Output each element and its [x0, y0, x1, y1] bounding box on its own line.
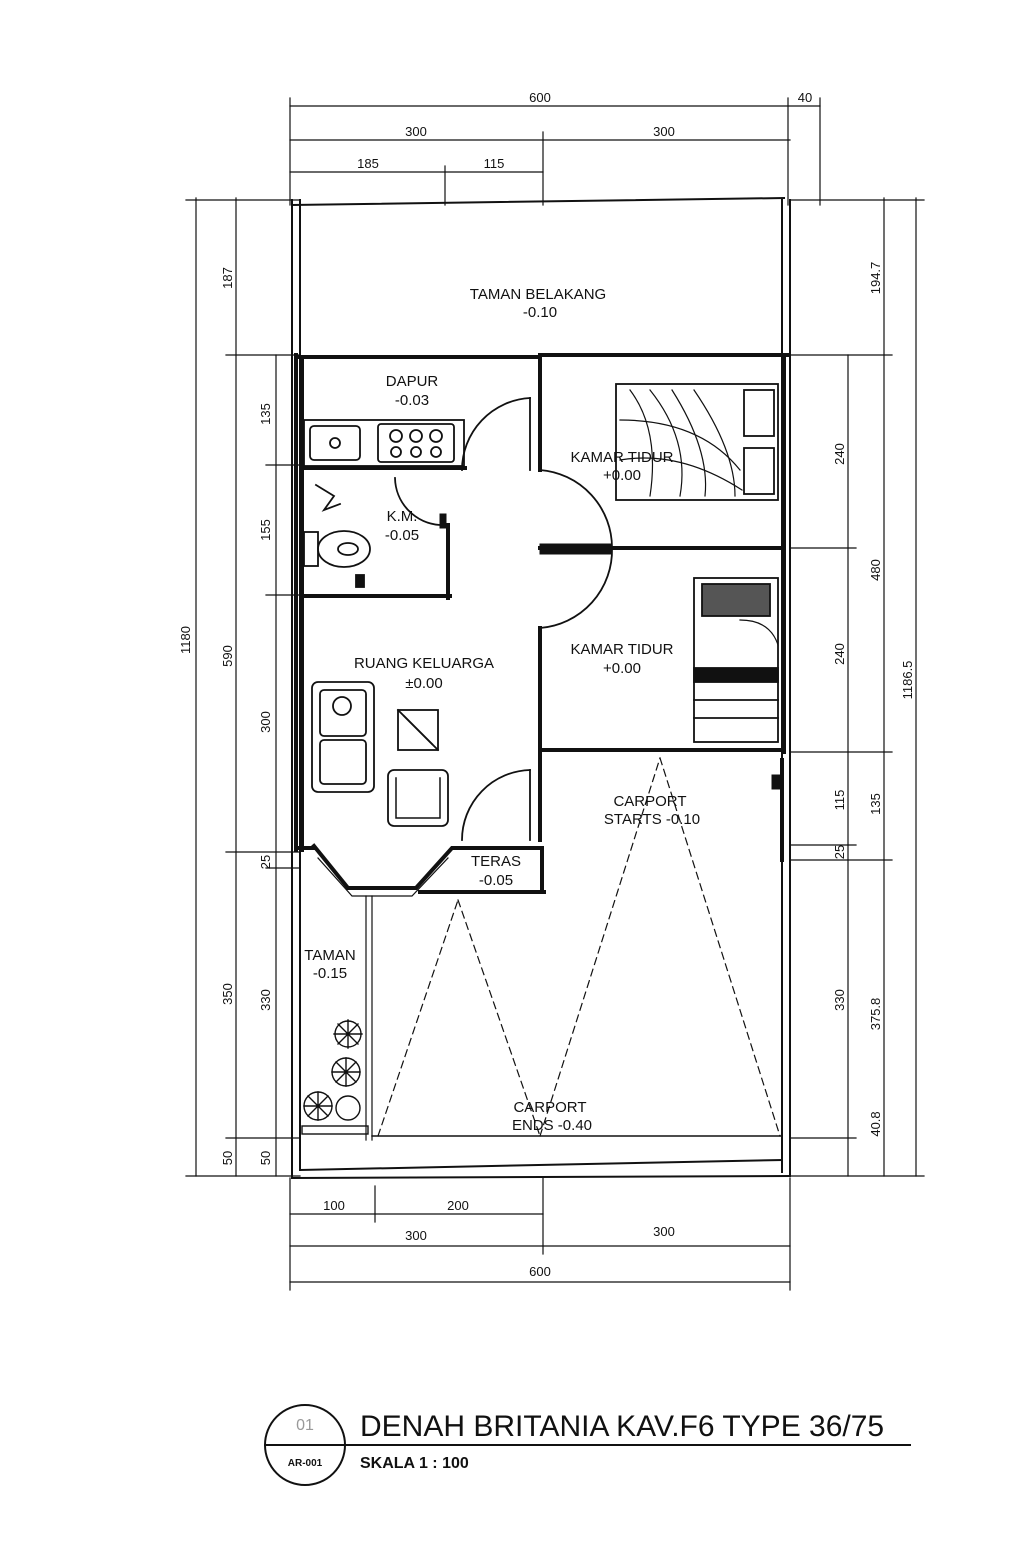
room-teras-name: TERAS [471, 853, 521, 870]
bed-bedroom-1 [615, 383, 779, 501]
dim-left-50-outer: 50 [220, 1151, 235, 1165]
dim-right-375-8: 375.8 [868, 998, 883, 1031]
dim-left-155: 155 [258, 519, 273, 541]
dim-right-330: 330 [832, 989, 847, 1011]
dim-left-330: 330 [258, 989, 273, 1011]
dim-right-135: 135 [868, 793, 883, 815]
room-dapur-name: DAPUR [386, 373, 439, 390]
dim-top-sub-left: 185 [357, 156, 379, 171]
dim-bottom-sub-left: 100 [323, 1198, 345, 1213]
room-taman-belakang-name: TAMAN BELAKANG [470, 286, 606, 303]
room-kamar-tidur-1-name: KAMAR TIDUR [570, 449, 673, 466]
bay-window-inner [317, 857, 449, 1141]
dim-left-350: 350 [220, 983, 235, 1005]
dim-bottom-half-left: 300 [405, 1228, 427, 1243]
room-carport-top-name: CARPORT [613, 793, 686, 810]
dim-top-total: 600 [529, 90, 551, 105]
room-carport-bottom-name: CARPORT [513, 1099, 586, 1116]
dim-right-240-a: 240 [832, 443, 847, 465]
dim-top-side: 40 [798, 90, 812, 105]
dim-right-194-7: 194.7 [868, 262, 883, 295]
dim-left-300: 300 [258, 711, 273, 733]
dim-right-1186-5: 1186.5 [900, 661, 915, 700]
bottom-dimension-lines [289, 1177, 791, 1291]
dim-left-590: 590 [220, 645, 235, 667]
garden-plants [301, 1019, 369, 1135]
drawing-scale: SKALA 1 : 100 [360, 1455, 469, 1472]
dim-right-480: 480 [868, 559, 883, 581]
dim-bottom-total: 600 [529, 1264, 551, 1279]
dim-right-25: 25 [832, 845, 847, 859]
room-taman-level: -0.15 [313, 965, 347, 982]
dim-left-50-inner: 50 [258, 1151, 273, 1165]
room-carport-top-level: STARTS -0.10 [604, 811, 700, 828]
drawing-number: 01 [296, 1417, 314, 1434]
dimension-labels: 600 40 300 300 185 115 100 200 300 300 6… [178, 90, 915, 1279]
column-marker [439, 513, 447, 529]
dim-top-sub-right: 115 [484, 156, 505, 171]
room-kamar-tidur-1-level: +0.00 [603, 467, 641, 484]
bed-bedroom-2 [693, 577, 779, 743]
right-dimension-lines [789, 197, 925, 1177]
top-dimension-lines [289, 97, 821, 206]
left-dimension-lines [185, 197, 301, 1177]
dim-bottom-half-right: 300 [653, 1224, 675, 1239]
carport-markings [377, 757, 781, 1137]
bathroom-fixtures [303, 483, 371, 588]
living-room-furniture [311, 681, 449, 827]
dim-left-total: 1180 [178, 626, 193, 654]
room-km-level: -0.05 [385, 527, 419, 544]
sheet-number: AR-001 [288, 1458, 323, 1469]
column-marker [771, 774, 781, 790]
dim-right-240-b: 240 [832, 643, 847, 665]
dim-right-115: 115 [832, 790, 847, 811]
room-dapur-level: -0.03 [395, 392, 429, 409]
dim-left-135: 135 [258, 403, 273, 425]
title-block: 01 AR-001 DENAH BRITANIA KAV.F6 TYPE 36/… [288, 1410, 884, 1472]
dim-right-40-8: 40.8 [868, 1111, 883, 1136]
room-taman-name: TAMAN [304, 947, 355, 964]
drawing-title: DENAH BRITANIA KAV.F6 TYPE 36/75 [360, 1410, 884, 1443]
dim-top-half-right: 300 [653, 124, 675, 139]
room-teras-level: -0.05 [479, 872, 513, 889]
dim-top-half-left: 300 [405, 124, 427, 139]
bedroom-door-leaf [539, 543, 613, 555]
dim-left-25: 25 [258, 855, 273, 869]
room-ruang-keluarga-level: ±0.00 [405, 675, 442, 692]
room-ruang-keluarga-name: RUANG KELUARGA [354, 655, 494, 672]
dim-bottom-sub-right: 200 [447, 1198, 469, 1213]
room-carport-bottom-level: ENDS -0.40 [512, 1117, 592, 1134]
room-kamar-tidur-2-name: KAMAR TIDUR [570, 641, 673, 658]
room-kamar-tidur-2-level: +0.00 [603, 660, 641, 677]
room-labels: TAMAN BELAKANG -0.10 DAPUR -0.03 KAMAR T… [304, 286, 700, 1134]
room-taman-belakang-level: -0.10 [523, 304, 557, 321]
room-km-name: K.M. [387, 508, 418, 525]
building-walls [294, 353, 790, 894]
kitchen-counter [303, 419, 465, 467]
dim-left-187: 187 [220, 267, 235, 289]
title-block-symbol [264, 1404, 911, 1486]
